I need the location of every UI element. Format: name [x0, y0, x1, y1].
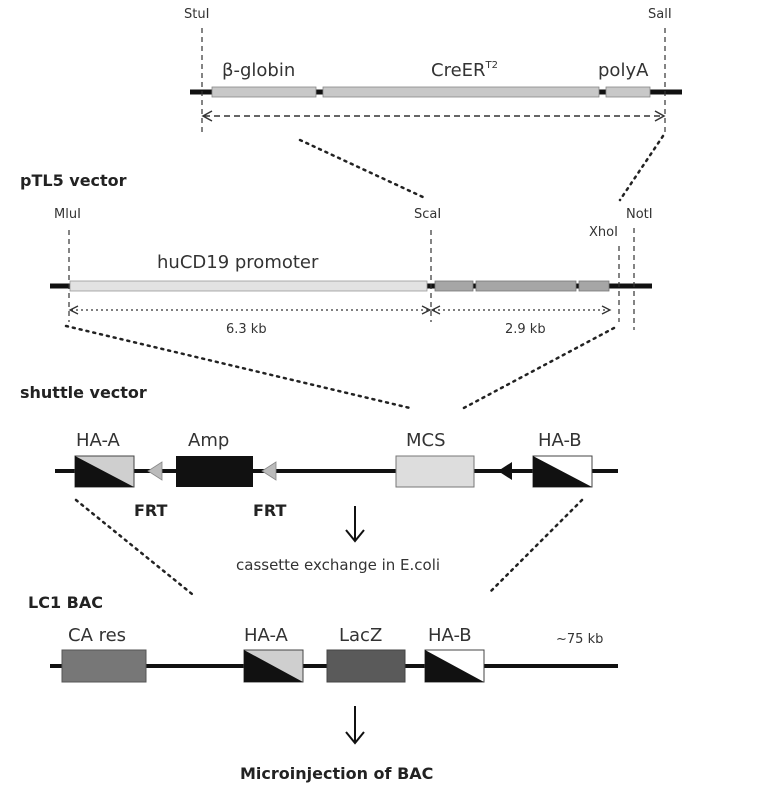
step2-label: Microinjection of BAC	[240, 764, 433, 783]
insert-part-1	[434, 280, 474, 292]
mlui-label: MluI	[54, 207, 81, 222]
frt-label-2: FRT	[253, 501, 287, 520]
cre-label: CreERT2	[431, 60, 498, 81]
mcs-box	[395, 455, 475, 488]
step1-label: cassette exchange in E.coli	[236, 556, 440, 574]
ha-a-fill	[75, 456, 134, 487]
bac-size-label: ~75 kb	[556, 632, 603, 647]
bac-ha-a-fill	[244, 650, 303, 682]
size-left-label: 6.3 kb	[226, 322, 267, 337]
frt-label-1: FRT	[134, 501, 168, 520]
insert-connector-right	[618, 134, 665, 202]
globin-segment	[211, 86, 317, 98]
insert-construct: StuI SalI β-globin CreERT2 polyA	[184, 7, 682, 202]
frt-arrow-1	[147, 461, 163, 481]
ha-b-fill	[533, 456, 592, 487]
size-right-arrow-b	[601, 305, 612, 315]
insert-span-arrow-right	[654, 110, 666, 122]
sali-label: SalI	[648, 7, 672, 22]
cre-segment	[322, 86, 600, 98]
shuttle-title: shuttle vector	[20, 383, 147, 402]
promoter-label: huCD19 promoter	[157, 252, 319, 273]
ha-a-label: HA-A	[76, 430, 121, 451]
bac-ha-b-fill	[425, 650, 484, 682]
frt-arrow-3	[498, 462, 512, 480]
insert-part-2	[475, 280, 577, 292]
shuttle-vector: shuttle vector HA-A Amp MCS HA-B FRT FRT	[20, 383, 618, 596]
ptl5-title: pTL5 vector	[20, 171, 127, 190]
bac-title: LC1 BAC	[28, 593, 103, 612]
size-left-arrow-a	[68, 305, 79, 315]
polya-segment	[605, 86, 651, 98]
size-right-arrow-a	[430, 305, 441, 315]
step2-arrow: Microinjection of BAC	[240, 706, 433, 783]
ca-res-label: CA res	[68, 625, 126, 646]
xhoi-label: XhoI	[589, 225, 618, 240]
size-right-label: 2.9 kb	[505, 322, 546, 337]
bac-ha-b-label: HA-B	[428, 625, 472, 646]
globin-label: β-globin	[222, 60, 295, 81]
ptl5-vector: pTL5 vector MluI ScaI XhoI NotI huCD19 p…	[20, 171, 653, 412]
insert-span-arrow-left	[201, 110, 213, 122]
frt-arrow-2	[261, 461, 277, 481]
amp-box	[176, 456, 253, 487]
size-left-arrow-b	[421, 305, 432, 315]
polya-label: polyA	[598, 60, 649, 81]
lacz-label: LacZ	[339, 625, 382, 646]
stui-label: StuI	[184, 7, 209, 22]
step2-arrow-head	[345, 731, 365, 745]
step1-arrow: cassette exchange in E.coli	[236, 506, 440, 574]
ha-b-label: HA-B	[538, 430, 582, 451]
ptl5-connector-right	[458, 326, 616, 412]
amp-label: Amp	[188, 430, 229, 451]
noti-label: NotI	[626, 207, 653, 222]
insert-connector-left	[298, 138, 427, 200]
bac-ha-a-label: HA-A	[244, 625, 289, 646]
ca-res-box	[61, 649, 147, 683]
scai-label: ScaI	[414, 207, 441, 222]
promoter-segment	[69, 280, 428, 292]
shuttle-connector-right	[486, 498, 584, 596]
lc1-bac: LC1 BAC CA res HA-A LacZ HA-B ~75 kb	[28, 593, 618, 683]
step1-arrow-head	[345, 529, 365, 543]
ptl5-connector-left	[64, 324, 412, 410]
mcs-label: MCS	[406, 430, 446, 451]
lacz-box	[326, 649, 406, 683]
insert-part-3	[578, 280, 610, 292]
